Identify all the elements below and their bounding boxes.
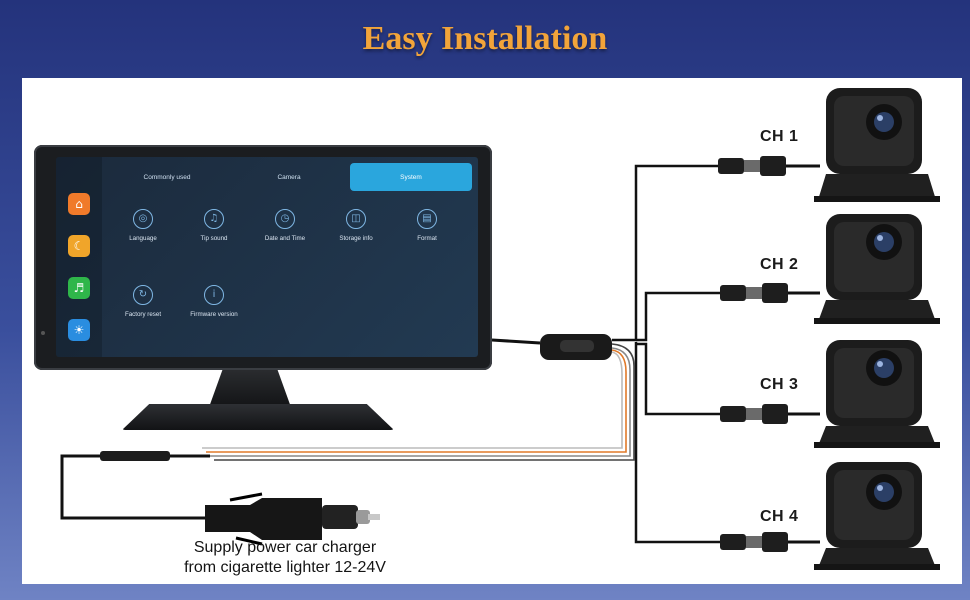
caption-line-1: Supply power car charger xyxy=(193,539,377,556)
info-icon: i xyxy=(204,285,224,305)
setting-label: Format xyxy=(417,235,437,242)
setting-label: Factory reset xyxy=(124,311,162,318)
channel-label-ch2: CH 2 xyxy=(760,256,799,273)
setting-label: Tip sound xyxy=(200,235,228,242)
globe-icon: ◎ xyxy=(133,209,153,229)
setting-label: Storage info xyxy=(339,235,373,242)
inline-fuse xyxy=(100,451,170,461)
camera-ch2 xyxy=(814,214,940,324)
camera-ch4 xyxy=(814,462,940,570)
power-wires xyxy=(202,343,635,461)
settings-tabs: Commonly used Camera System xyxy=(102,163,478,191)
power-cable xyxy=(60,454,248,520)
power-caption: Supply power car charger from cigarette … xyxy=(140,538,430,578)
ch2-connector xyxy=(720,283,820,303)
channel-label-ch1: CH 1 xyxy=(760,128,799,145)
setting-date-time[interactable]: ◷ Date and Time xyxy=(250,209,320,242)
moon-icon[interactable]: ☾ xyxy=(68,235,90,257)
setting-format[interactable]: ▤ Format xyxy=(392,209,462,242)
camera-ch3 xyxy=(814,340,940,448)
monitor: ⌂ ☾ ♬ ☀ Commonly used Camera System ◎ La… xyxy=(34,145,492,370)
volume-icon[interactable]: ♬ xyxy=(68,277,90,299)
setting-label: Firmware version xyxy=(190,311,238,318)
caption-line-2: from cigarette lighter 12-24V xyxy=(184,559,386,576)
setting-firmware-version[interactable]: i Firmware version xyxy=(179,285,249,318)
channel-trunk xyxy=(612,164,720,544)
setting-storage-info[interactable]: ◫ Storage info xyxy=(321,209,391,242)
clock-icon: ◷ xyxy=(275,209,295,229)
reset-icon: ↻ xyxy=(133,285,153,305)
channel-label-ch4: CH 4 xyxy=(760,508,799,525)
music-icon: ♫ xyxy=(204,209,224,229)
setting-factory-reset[interactable]: ↻ Factory reset xyxy=(108,285,178,318)
ch3-connector xyxy=(720,404,820,424)
setting-label: Date and Time xyxy=(264,235,306,242)
page-title: Easy Installation xyxy=(362,20,608,57)
monitor-stand-base xyxy=(122,404,394,430)
setting-language[interactable]: ◎ Language xyxy=(108,209,178,242)
monitor-screen: ⌂ ☾ ♬ ☀ Commonly used Camera System ◎ La… xyxy=(56,157,478,357)
monitor-stand-neck xyxy=(208,368,292,410)
tab-system[interactable]: System xyxy=(350,163,472,191)
setting-label: Language xyxy=(129,235,157,242)
setting-tip-sound[interactable]: ♫ Tip sound xyxy=(179,209,249,242)
monitor-cable xyxy=(491,338,541,345)
brightness-icon[interactable]: ☀ xyxy=(68,319,90,341)
monitor-sensor-dot xyxy=(41,331,45,335)
ch4-connector xyxy=(720,532,820,552)
home-icon[interactable]: ⌂ xyxy=(68,193,90,215)
camera-ch1 xyxy=(814,88,940,202)
trash-icon: ▤ xyxy=(417,209,437,229)
tab-commonly-used[interactable]: Commonly used xyxy=(143,173,191,181)
folder-icon: ◫ xyxy=(346,209,366,229)
side-dock: ⌂ ☾ ♬ ☀ xyxy=(56,157,102,357)
tab-camera[interactable]: Camera xyxy=(277,173,301,181)
channel-label-ch3: CH 3 xyxy=(760,376,799,393)
ch1-connector xyxy=(718,156,820,176)
cigarette-lighter-plug xyxy=(205,492,380,546)
